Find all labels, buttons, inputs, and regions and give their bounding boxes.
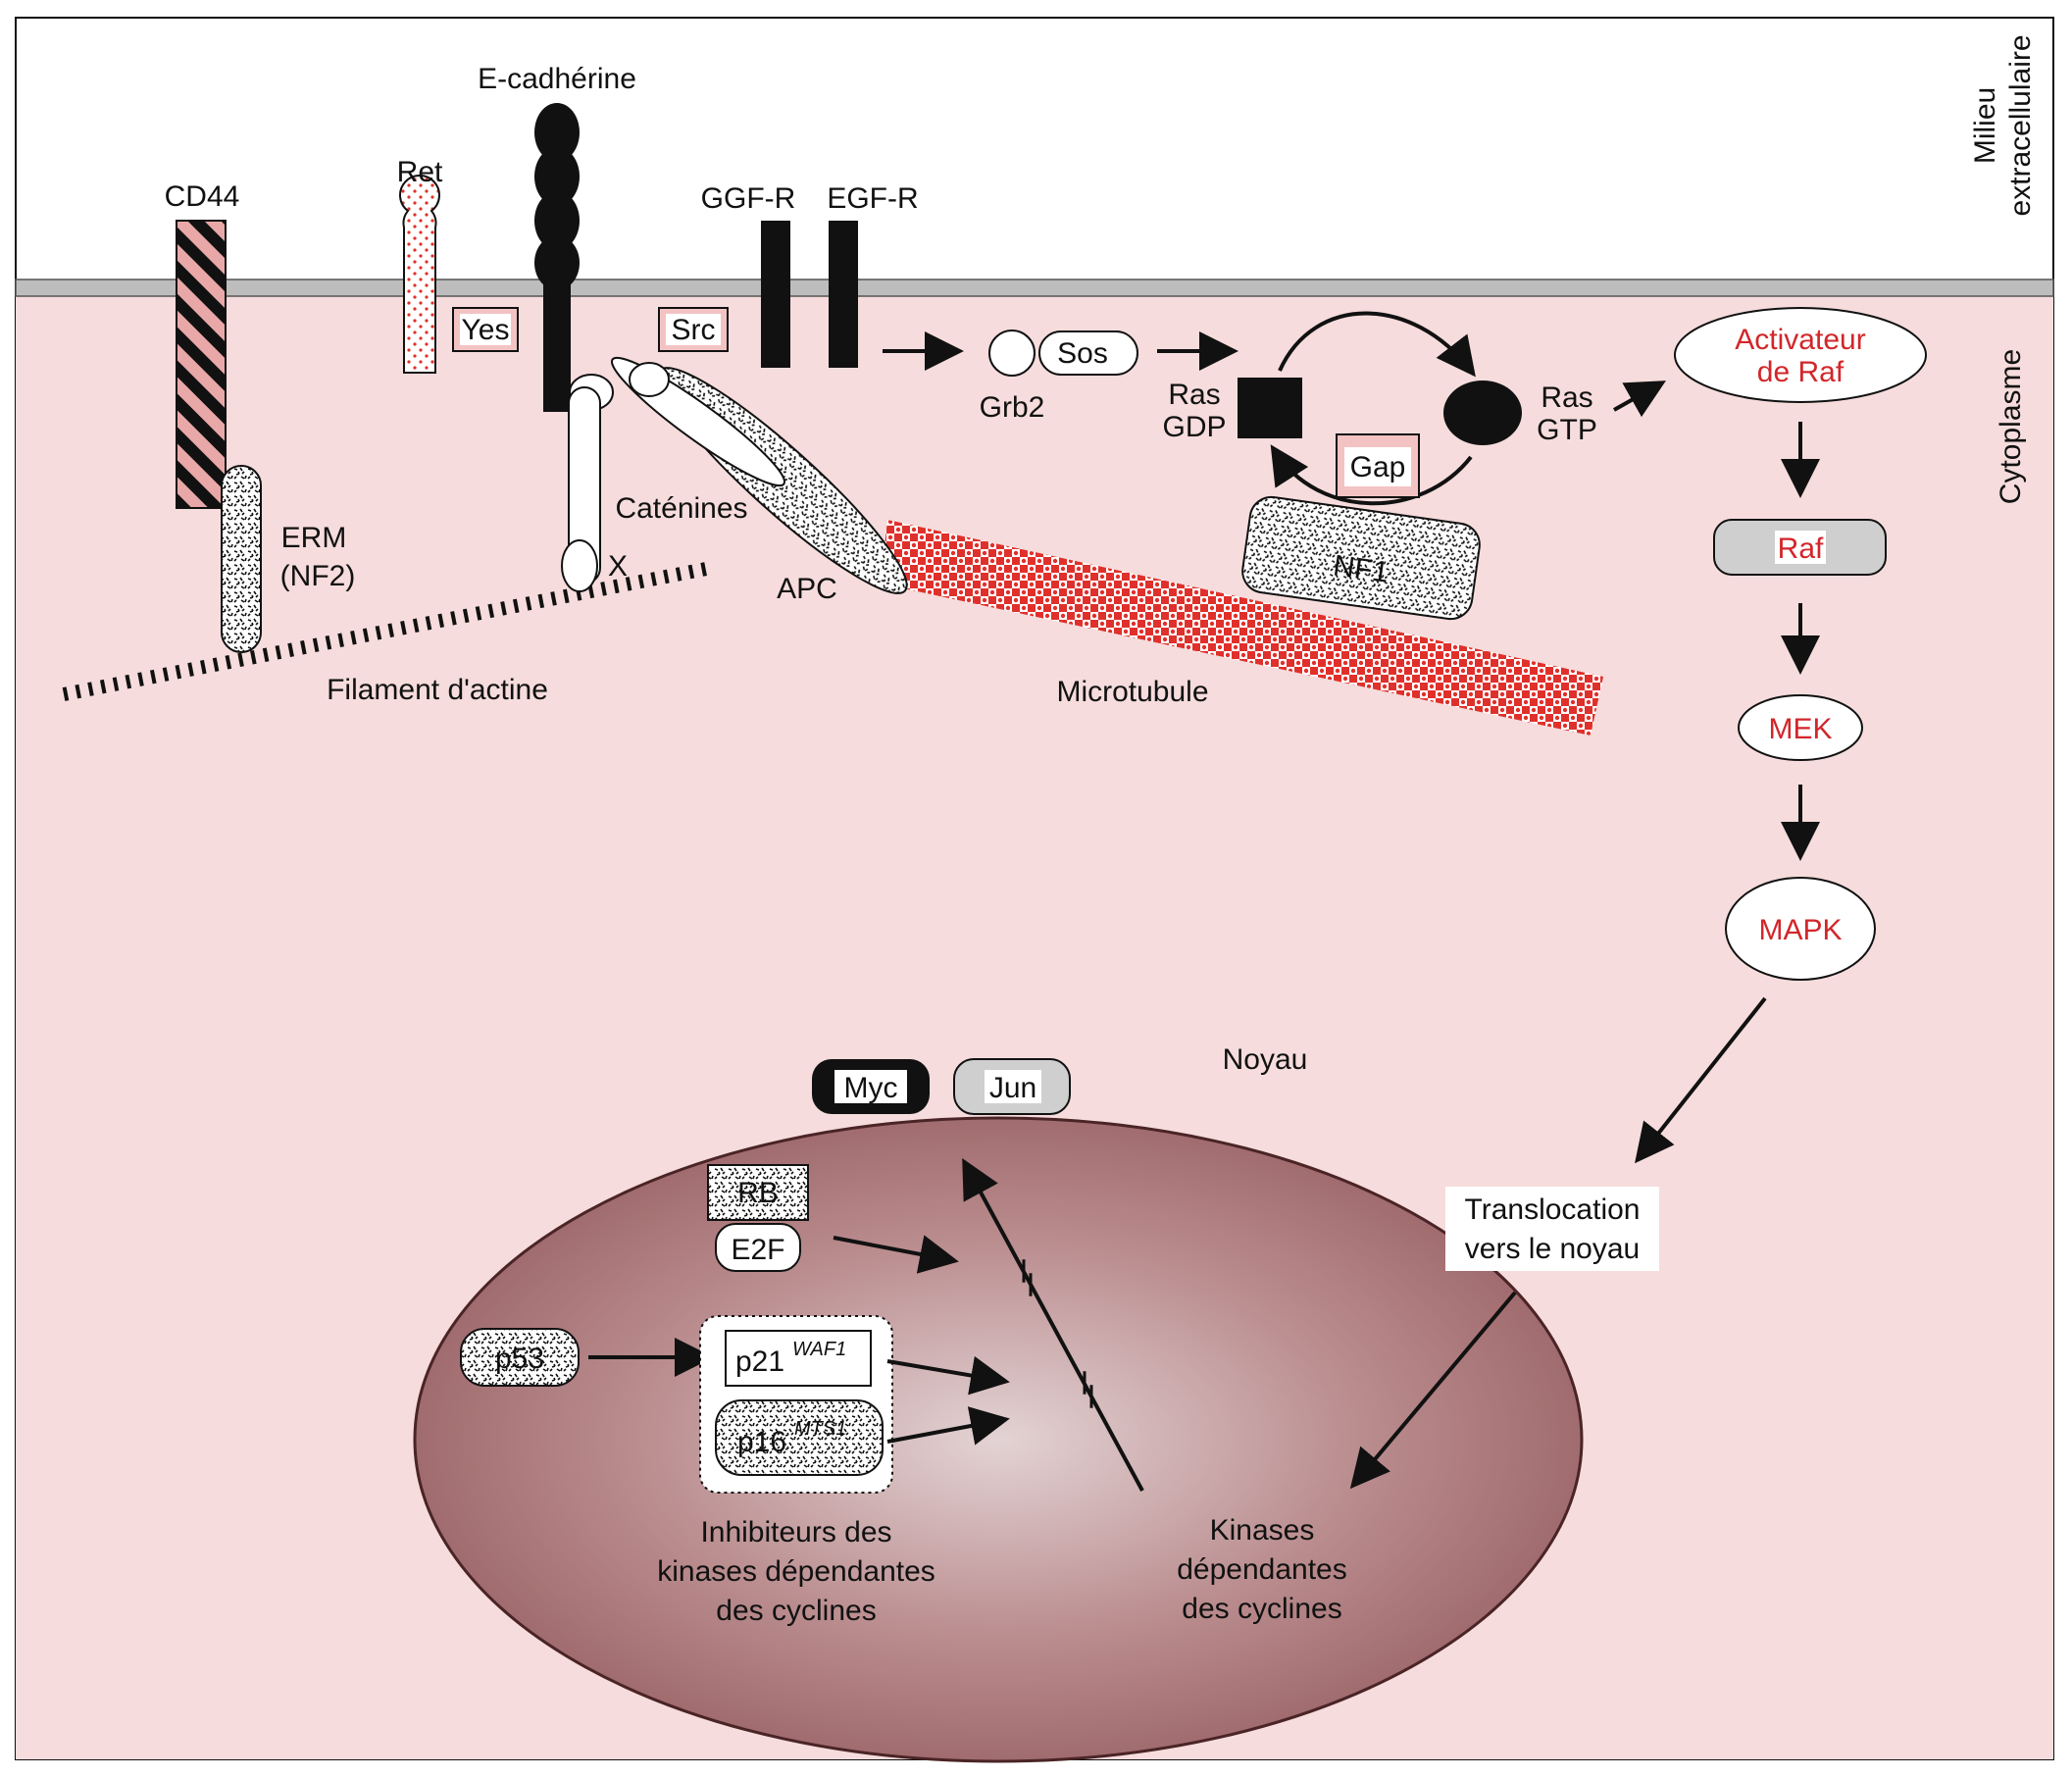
- ggf-r-receptor: [761, 221, 790, 368]
- mek-label: MEK: [1768, 713, 1832, 745]
- microtubule: [881, 520, 1603, 736]
- catenins: [561, 374, 614, 592]
- p16-protein: [715, 1399, 884, 1476]
- nucleus-label: Noyau: [1223, 1043, 1308, 1076]
- arrow-translocation-to-kinases: [1349, 1291, 1517, 1490]
- apc-protein: [610, 356, 908, 594]
- e-cadherin-label: E-cadhérine: [478, 63, 636, 95]
- erm-sub-label: (NF2): [280, 560, 356, 592]
- mek-kinase: [1738, 694, 1863, 761]
- e2f-factor: [715, 1223, 801, 1272]
- apc-label: APC: [777, 573, 837, 605]
- ras-gdp-label-1: Ras: [1168, 379, 1220, 411]
- p53-label: p53: [495, 1343, 544, 1375]
- egf-r-label: EGF-R: [827, 182, 918, 215]
- src-label: Src: [672, 314, 716, 346]
- raf-activator-label-2: de Raf: [1757, 356, 1845, 388]
- rb-protein: [707, 1164, 809, 1221]
- arrow-gtp-to-gdp: [1270, 444, 1473, 506]
- p16-label: p16: [737, 1426, 786, 1458]
- kinases-label-1: Kinases: [1210, 1514, 1315, 1547]
- arrow-mapk-to-translocation: [1635, 996, 1767, 1164]
- ras-gtp-oval: [1443, 381, 1522, 445]
- grb2-label: Grb2: [980, 391, 1045, 424]
- raf-activator-label-1: Activateur: [1735, 324, 1865, 356]
- sos-label: Sos: [1057, 337, 1108, 370]
- kinases-label-3: des cyclines: [1182, 1593, 1341, 1625]
- microtubule-label: Microtubule: [1056, 676, 1208, 708]
- kinases-label-2: dépendantes: [1177, 1553, 1347, 1586]
- plasma-membrane: [15, 279, 2054, 297]
- catenins-label: Caténines: [615, 492, 747, 525]
- cd44-label: CD44: [165, 180, 240, 213]
- translocation-box: [1445, 1187, 1659, 1271]
- e2f-label: E2F: [731, 1234, 784, 1266]
- nf1-label: NF1: [1332, 549, 1391, 589]
- nucleus: [413, 1116, 1584, 1763]
- arrow-p21-to-cdk: [886, 1355, 1010, 1396]
- x-label: X: [608, 550, 628, 583]
- gap-label: Gap: [1350, 451, 1406, 483]
- ras-gtp-label-2: GTP: [1537, 414, 1597, 446]
- inhibitors-label-3: des cyclines: [716, 1595, 876, 1627]
- ret-label: Ret: [397, 156, 443, 188]
- raf-label: Raf: [1778, 533, 1824, 565]
- p53-protein: [460, 1328, 580, 1387]
- erm-protein: [221, 465, 262, 653]
- cell-cycle-progression: [962, 1157, 1144, 1492]
- actin-label: Filament d'actine: [327, 674, 548, 706]
- ras-gtp-label-1: Ras: [1541, 381, 1592, 414]
- p21-protein: [725, 1330, 872, 1387]
- e-cadherin: [534, 103, 580, 412]
- myc-label: Myc: [844, 1072, 898, 1104]
- nf1-protein: [1241, 495, 1481, 621]
- arrow-gdp-to-gtp: [1278, 311, 1476, 378]
- jun-label: Jun: [989, 1072, 1036, 1104]
- sos-protein: [1038, 330, 1138, 376]
- raf-activator: [1674, 307, 1927, 403]
- rb-label: RB: [737, 1177, 779, 1209]
- inhibitors-label-2: kinases dépendantes: [657, 1555, 935, 1588]
- egf-r-receptor: [829, 221, 858, 368]
- cytoplasm-label: Cytoplasme: [1995, 349, 2027, 504]
- p21-label: p21: [735, 1345, 784, 1378]
- inhibitors-label-1: Inhibiteurs des: [700, 1516, 891, 1549]
- ras-gdp-square: [1238, 378, 1302, 438]
- translocation-label-1: Translocation: [1465, 1193, 1641, 1226]
- mapk-kinase: [1725, 877, 1876, 981]
- p21-superscript: WAF1: [792, 1339, 846, 1360]
- grb2-protein: [988, 330, 1036, 377]
- ras-gdp-label-2: GDP: [1162, 411, 1226, 443]
- ret-receptor: [399, 175, 440, 374]
- arrow-e2f-to-cdk: [833, 1235, 959, 1274]
- cd44-receptor: [176, 220, 227, 509]
- translocation-label-2: vers le noyau: [1465, 1233, 1640, 1265]
- yes-label: Yes: [462, 314, 510, 346]
- arrow-ras-to-activator: [1613, 381, 1666, 418]
- mapk-label: MAPK: [1758, 914, 1842, 946]
- ggf-r-label: GGF-R: [701, 182, 796, 215]
- arrow-p16-to-cdk: [886, 1406, 1010, 1446]
- p16-superscript: MTS1: [794, 1418, 846, 1440]
- erm-label: ERM: [281, 522, 347, 554]
